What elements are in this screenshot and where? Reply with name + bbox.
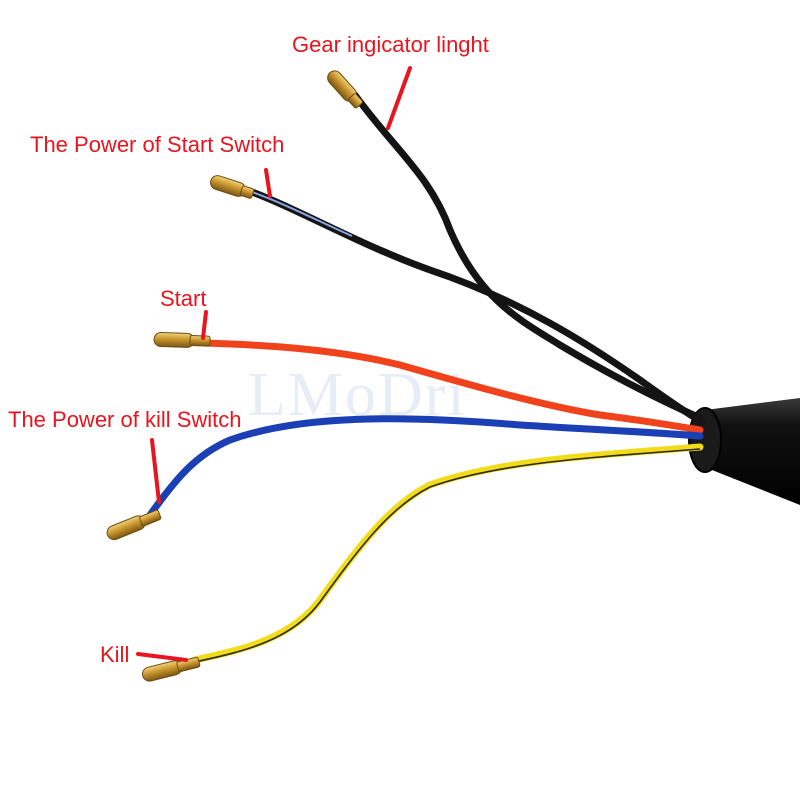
terminal-gear-indicator <box>327 70 363 109</box>
pointer-power-start-switch <box>264 168 272 198</box>
pointer-gear-indicator <box>386 66 412 130</box>
label-power-start-switch: The Power of Start Switch <box>30 132 284 157</box>
wire-start <box>201 339 704 434</box>
label-kill: Kill <box>100 642 129 667</box>
pointer-start <box>201 310 208 340</box>
label-gear-indicator: Gear ingicator linght <box>292 32 489 57</box>
wire-power-kill-switch <box>146 415 704 519</box>
terminal-power-kill-switch <box>106 509 162 541</box>
pointer-power-kill-switch <box>150 438 161 504</box>
label-power-kill-switch: The Power of kill Switch <box>8 407 242 432</box>
wire-kill <box>191 443 704 664</box>
wire-power-start-switch <box>248 188 706 426</box>
terminal-power-start-switch <box>210 175 255 199</box>
pointer-kill <box>136 652 188 662</box>
terminal-start <box>153 331 211 348</box>
label-start: Start <box>160 286 206 311</box>
cable-sheath <box>688 398 800 505</box>
wire-gear-indicator <box>351 91 704 422</box>
